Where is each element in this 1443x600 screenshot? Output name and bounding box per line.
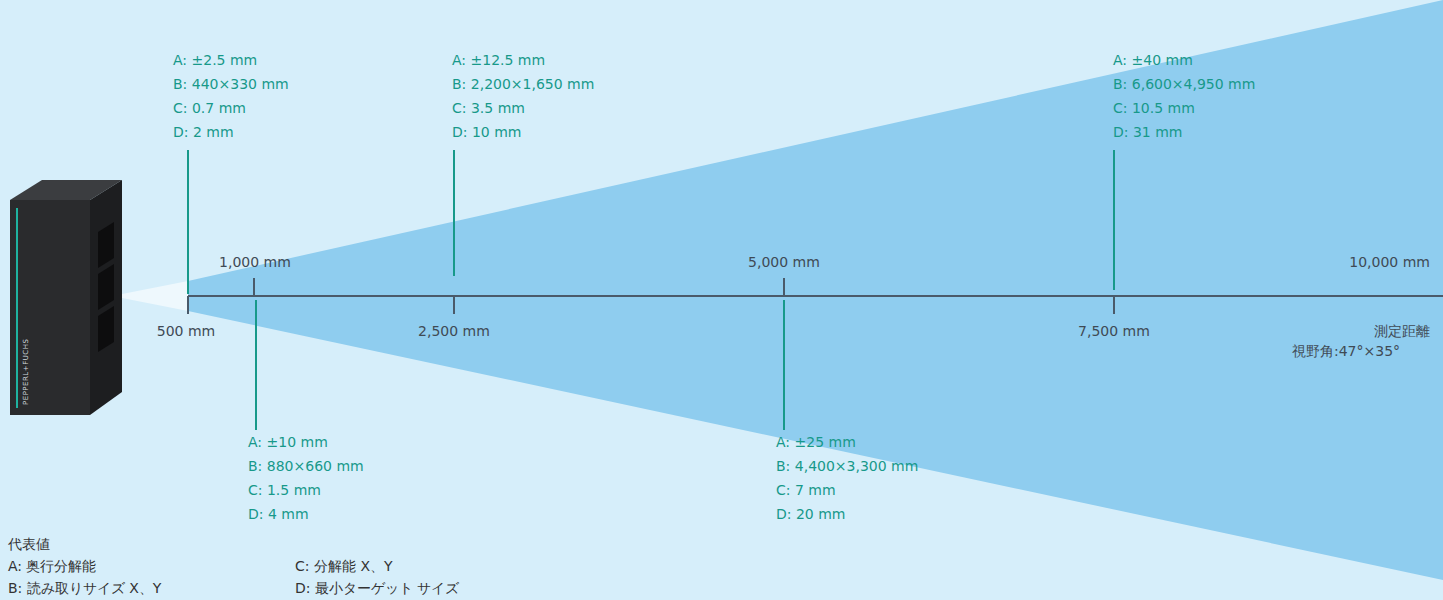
callout-value: C: 10.5 mm [1113,100,1195,117]
axis-tick [187,296,189,314]
key-entry: B: 読み取りサイズ X、Y [8,580,161,597]
key-heading: 代表値 [8,536,50,553]
callout-value: D: 31 mm [1113,124,1183,141]
callout-value: A: ±2.5 mm [173,52,257,69]
axis-label: 500 mm [157,323,215,340]
axis-label: 5,000 mm [748,254,820,271]
key-entry: C: 分解能 X、Y [295,558,393,575]
callout-value: B: 880×660 mm [248,458,364,475]
leader-line [1113,150,1115,290]
axis-label: 1,000 mm [219,254,291,271]
device-window [98,222,114,268]
axis [188,278,1443,314]
leader-line [453,150,455,276]
device-window [98,264,114,310]
callout-value: B: 440×330 mm [173,76,289,93]
field-of-view-cone [188,0,1443,580]
key-entry: A: 奥行分解能 [8,558,97,575]
leader-lines [188,150,1114,430]
axis-tick [253,278,255,296]
callout-value: B: 4,400×3,300 mm [776,458,918,475]
callout-value: A: ±10 mm [248,434,328,451]
callout-value: A: ±25 mm [776,434,856,451]
callout-value: A: ±12.5 mm [452,52,545,69]
axis-label: 2,500 mm [418,323,490,340]
leader-line [255,300,257,430]
brand-name: PEPPERL+FUCHS [22,339,30,405]
callout-value: C: 1.5 mm [248,482,321,499]
sensor-device [10,180,122,415]
callout-value: D: 4 mm [248,506,309,523]
leader-line [187,150,189,294]
axis-label: 7,500 mm [1078,323,1150,340]
axis-tick [453,296,455,314]
callout-value: C: 0.7 mm [173,100,246,117]
axis-line [188,295,1443,297]
key-entry: D: 最小ターゲット サイズ [295,580,459,597]
callout-value: C: 3.5 mm [452,100,525,117]
axis-tick [783,278,785,296]
device-side [90,180,122,415]
device-front [10,200,90,415]
field-of-view-origin [112,281,188,311]
callout-value: D: 20 mm [776,506,846,523]
field-of-view-note: 視野角:47°×35° [1292,343,1400,360]
device-window [98,306,114,352]
axis-label: 10,000 mm [1349,254,1430,271]
axis-title: 測定距離 [1374,323,1430,340]
callout-value: D: 2 mm [173,124,234,141]
leader-line [783,300,785,430]
callout-value: D: 10 mm [452,124,522,141]
callout-value: A: ±40 mm [1113,52,1193,69]
device-stripe [16,208,18,408]
callout-value: B: 2,200×1,650 mm [452,76,594,93]
axis-tick [1113,296,1115,314]
callout-value: C: 7 mm [776,482,836,499]
callout-value: B: 6,600×4,950 mm [1113,76,1255,93]
